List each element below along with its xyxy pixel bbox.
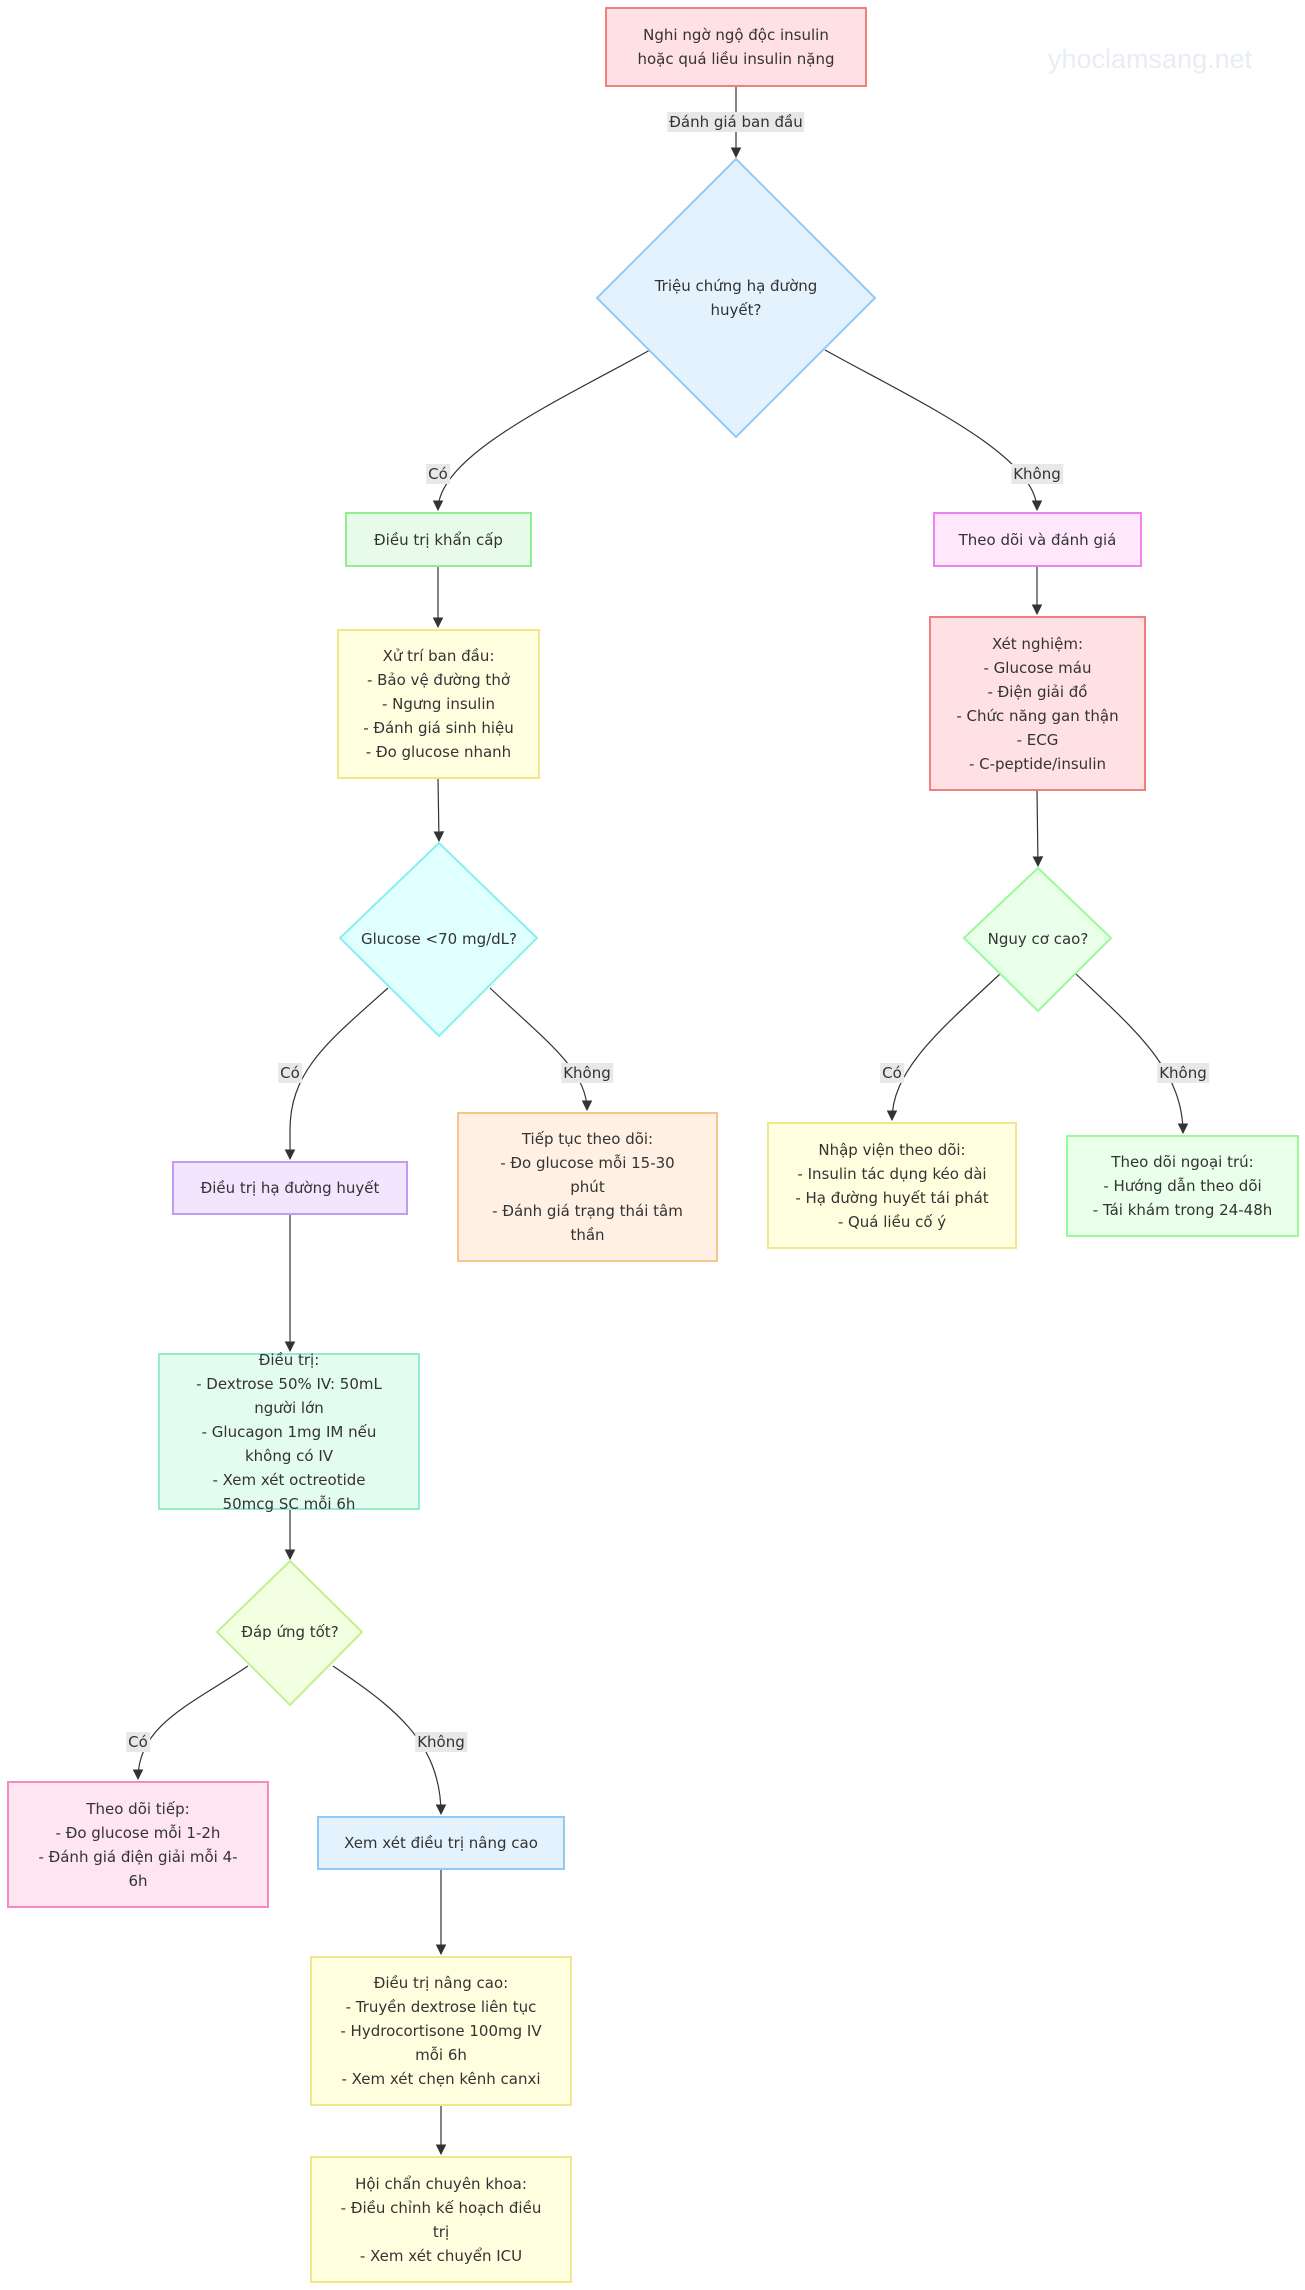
edge-response-to-follow [132,1665,249,1781]
edge-risk-to-admit [886,973,1001,1122]
edge-label-risk-yes: Có [880,1063,904,1083]
edge-symptom-to-emergency [432,349,651,512]
node-admit-label: Nhập viện theo dõi: - Insulin tác dụng k… [795,1140,989,1231]
node-labs-label: Xét nghiệm: - Glucose máu - Điện giải đồ… [956,634,1119,773]
node-treatment[interactable]: Điều trị: - Dextrose 50% IV: 50mL người … [158,1351,420,1513]
decision-glucose-label: Glucose <70 mg/dL? [361,930,517,948]
edge-initial-to-glucose [433,777,445,843]
decision-response-label: Đáp ứng tốt? [241,1623,339,1641]
node-monitor[interactable]: Theo dõi và đánh giá [933,512,1142,567]
diamond-risk [962,866,1113,1013]
edge-label-response-no: Không [415,1732,467,1752]
node-emergency[interactable]: Điều trị khẩn cấp [345,512,532,567]
edge-label-glucose-yes: Có [278,1063,302,1083]
node-start-label: Nghi ngờ ngộ độc insulin hoặc quá liều i… [637,26,835,68]
node-monitor-label: Theo dõi và đánh giá [958,530,1117,549]
edge-label-symptom-yes: Có [426,464,450,484]
edge-label-initial-assess: Đánh giá ban đầu [667,112,805,132]
diamond-response [215,1559,364,1707]
edge-label-response-yes: Có [126,1732,150,1752]
decision-symptom-label: Triệu chứng hạ đường huyết? [654,277,818,319]
edge-symptom-to-monitor [824,349,1043,512]
diamond-symptom [595,157,877,439]
edge-glucose-to-hypo [284,987,389,1161]
edge-label-glucose-no: Không [561,1063,613,1083]
node-hypo-treatment[interactable]: Điều trị hạ đường huyết [172,1161,408,1215]
edge-risk-to-outpatient [1075,973,1189,1135]
node-initial[interactable]: Xử trí ban đầu: - Bảo vệ đường thở - Ngư… [337,629,540,779]
node-advanced-consider[interactable]: Xem xét điều trị nâng cao [317,1816,565,1870]
node-continue[interactable]: Tiếp tục theo dõi: - Đo glucose mỗi 15-3… [457,1112,718,1262]
node-treatment-label: Điều trị: - Dextrose 50% IV: 50mL người … [196,1350,382,1513]
edge-response-to-advanced-consider [332,1665,447,1816]
node-advanced-consider-label: Xem xét điều trị nâng cao [344,1834,538,1852]
node-outpatient[interactable]: Theo dõi ngoại trú: - Hướng dẫn theo dõi… [1066,1135,1299,1237]
edge-glucose-to-continue [489,987,593,1112]
node-outpatient-label: Theo dõi ngoại trú: - Hướng dẫn theo dõi… [1092,1153,1273,1219]
node-hypo-treatment-label: Điều trị hạ đường huyết [200,1179,380,1197]
node-consult[interactable]: Hội chẩn chuyên khoa: - Điều chỉnh kế ho… [310,2156,572,2283]
watermark-text: yhoclamsang.net [1048,44,1253,74]
node-emergency-label: Điều trị khẩn cấp [374,530,503,549]
node-continue-label: Tiếp tục theo dõi: - Đo glucose mỗi 15-3… [492,1130,683,1244]
decision-risk-label: Nguy cơ cao? [987,930,1089,948]
node-labs[interactable]: Xét nghiệm: - Glucose máu - Điện giải đồ… [929,616,1146,791]
node-follow[interactable]: Theo dõi tiếp: - Đo glucose mỗi 1-2h - Đ… [7,1781,269,1908]
edge-label-risk-no: Không [1157,1063,1209,1083]
edge-label-symptom-no: Không [1011,464,1063,484]
node-advanced[interactable]: Điều trị nâng cao: - Truyền dextrose liê… [310,1956,572,2106]
node-admit[interactable]: Nhập viện theo dõi: - Insulin tác dụng k… [767,1122,1017,1249]
node-initial-label: Xử trí ban đầu: - Bảo vệ đường thở - Ngư… [363,647,514,761]
node-consult-label: Hội chẩn chuyên khoa: - Điều chỉnh kế ho… [340,2174,542,2265]
node-advanced-label: Điều trị nâng cao: - Truyền dextrose liê… [340,1974,542,2088]
node-follow-label: Theo dõi tiếp: - Đo glucose mỗi 1-2h - Đ… [38,1799,238,1890]
node-start[interactable]: Nghi ngờ ngộ độc insulin hoặc quá liều i… [605,7,867,87]
diamond-glucose [338,841,539,1038]
edge-labs-to-risk [1032,789,1044,868]
